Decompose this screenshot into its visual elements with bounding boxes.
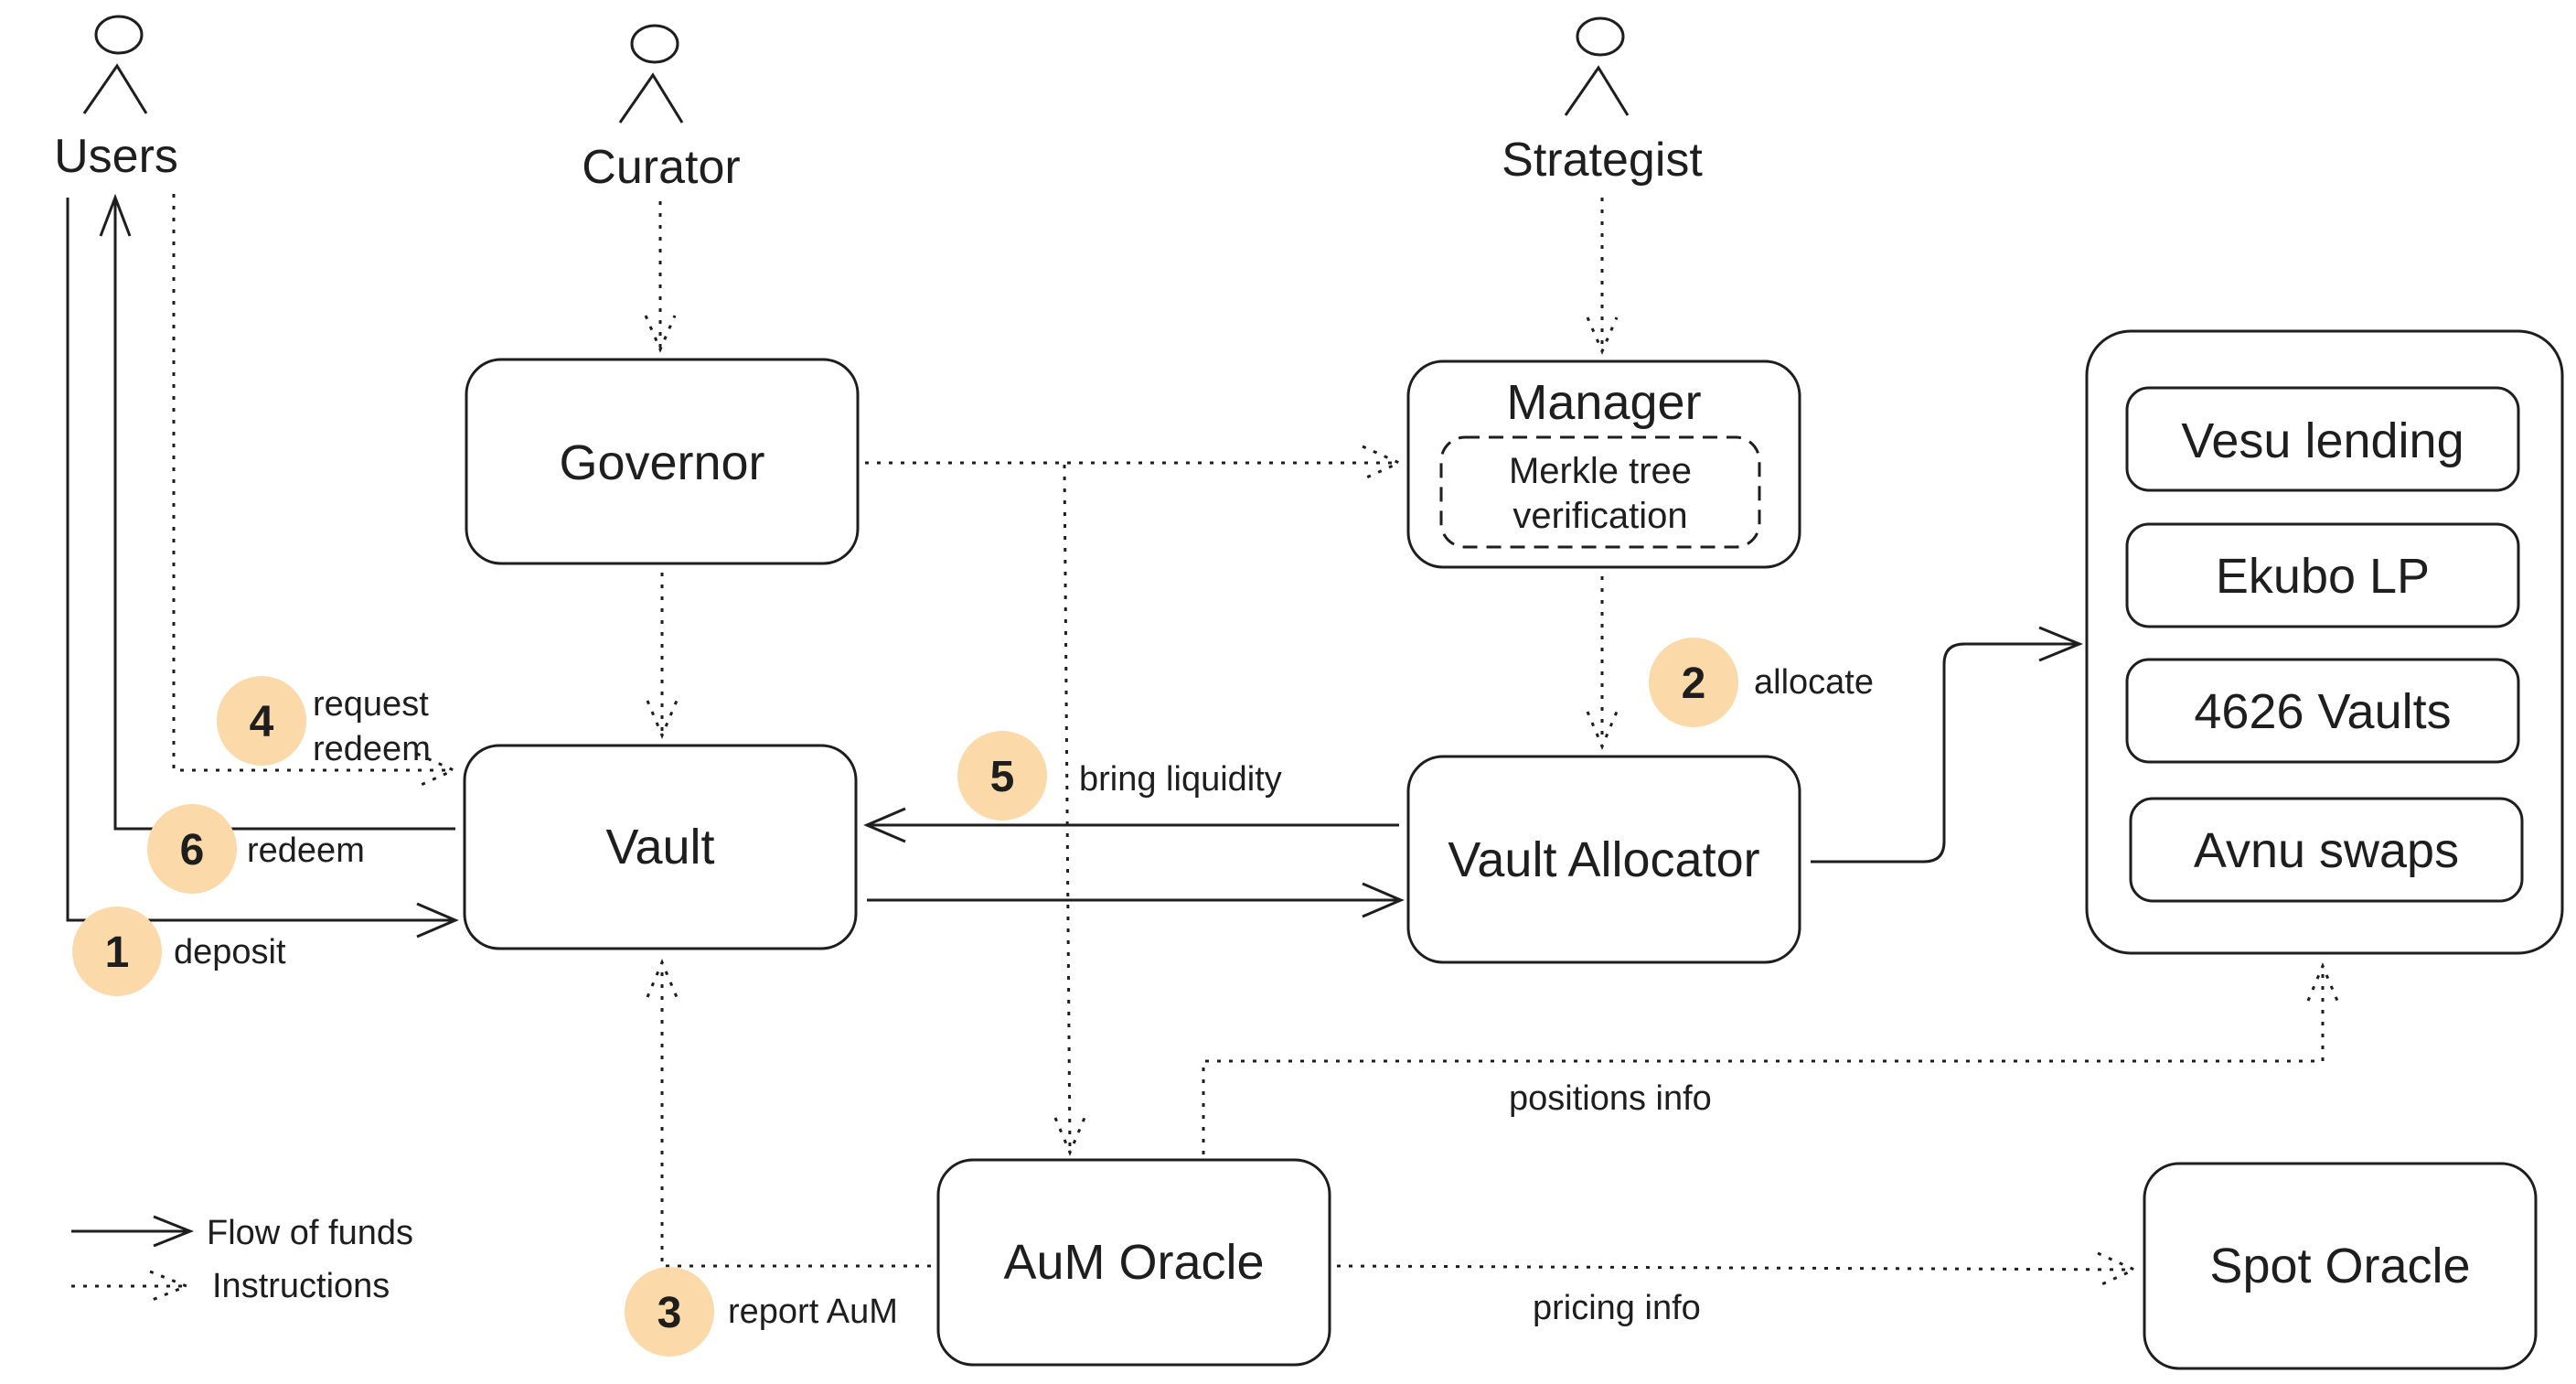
allocator-to-protocols-arrow	[1811, 642, 2078, 864]
merkle-label-line2: verification	[1512, 496, 1687, 536]
protocols-container: Vesu lending Ekubo LP 4626 Vaults Avnu s…	[2085, 329, 2564, 955]
aum-oracle-label: AuM Oracle	[1003, 1235, 1264, 1290]
protocol-vesu-label: Vesu lending	[2181, 413, 2464, 468]
instruction-arrows	[172, 194, 2339, 1288]
step-2-label: allocate	[1754, 663, 1874, 702]
spot-oracle-label: Spot Oracle	[2209, 1239, 2470, 1293]
governor-label: Governor	[559, 435, 764, 490]
governor-to-manager-arrowhead	[1362, 445, 1403, 481]
positions-info-arrow	[1202, 968, 2325, 1154]
vault-allocator-label: Vault Allocator	[1448, 832, 1759, 887]
users-person-icon	[94, 15, 144, 55]
step-badge-2	[1649, 638, 1738, 727]
curator-person-icon	[630, 24, 679, 64]
protocol-ekubo-label: Ekubo LP	[2216, 549, 2430, 604]
legend: Flow of funds Instructions	[71, 1214, 413, 1305]
protocol-avnu-swaps: Avnu swaps	[2129, 797, 2524, 903]
step-5-bring-liquidity: 5 bring liquidity	[957, 731, 1282, 821]
allocator-to-protocols-arrowhead	[2038, 626, 2083, 662]
actor-strategist: Strategist	[1502, 16, 1703, 187]
vault-redeem-to-users-arrowhead	[99, 193, 132, 237]
vault-box: Vault	[463, 744, 858, 950]
positions-info-label: positions info	[1509, 1079, 1712, 1118]
step-badge-4-number: 4	[250, 698, 274, 746]
pricing-info-arrowhead	[2097, 1251, 2138, 1288]
step-badge-5	[957, 731, 1047, 821]
step-3-label: report AuM	[728, 1293, 898, 1331]
strategist-person-icon	[1576, 16, 1625, 57]
step-badge-3	[625, 1267, 714, 1357]
governor-to-aum-oracle-arrow	[1063, 464, 1072, 1152]
legend-instructions-arrowhead	[149, 1270, 191, 1303]
vault-allocator-box: Vault Allocator	[1406, 755, 1801, 964]
vault-to-allocator-arrowhead	[1362, 882, 1405, 918]
spot-oracle-box: Spot Oracle	[2143, 1162, 2538, 1370]
users-request-redeem-arrow	[172, 194, 452, 772]
protocol-avnu-label: Avnu swaps	[2194, 823, 2459, 878]
manager-label: Manager	[1506, 375, 1701, 430]
step-4-request-redeem: 4 request redeem	[217, 676, 431, 768]
pricing-info-arrow	[1336, 1264, 2133, 1271]
step-badge-6-number: 6	[180, 826, 205, 874]
users-deposit-arrow	[66, 198, 454, 922]
vault-redeem-to-users-arrow	[113, 199, 455, 831]
step-1-label: deposit	[174, 933, 286, 971]
users-label: Users	[54, 130, 178, 183]
curator-person-body	[618, 72, 684, 123]
strategist-to-manager-arrowhead	[1586, 316, 1619, 355]
manager-box: Manager Merkle tree verification	[1406, 359, 1801, 569]
allocator-bring-liquidity-arrowhead	[863, 807, 906, 843]
protocol-4626-label: 4626 Vaults	[2194, 684, 2451, 739]
strategist-label: Strategist	[1502, 134, 1703, 187]
curator-label: Curator	[582, 141, 740, 194]
users-person-body	[82, 63, 148, 114]
step-2-allocate: 2 allocate	[1649, 638, 1874, 727]
positions-info-arrowhead	[2306, 962, 2339, 1002]
legend-flow-arrowhead	[153, 1215, 195, 1248]
step-1-deposit: 1 deposit	[72, 907, 286, 996]
pricing-info-label: pricing info	[1533, 1289, 1701, 1327]
step-badge-6	[147, 804, 237, 894]
curator-to-governor-arrowhead	[644, 315, 677, 353]
step-6-redeem: 6 redeem	[147, 804, 365, 894]
step-badge-5-number: 5	[990, 753, 1015, 801]
step-4-label-line2: redeem	[313, 730, 431, 768]
step-badge-2-number: 2	[1682, 660, 1706, 708]
legend-flow-of-funds-label: Flow of funds	[207, 1214, 413, 1252]
actor-curator: Curator	[582, 24, 741, 194]
step-4-label-line1: request	[313, 685, 429, 724]
step-badge-1	[72, 907, 162, 996]
step-badge-1-number: 1	[105, 928, 130, 977]
users-request-redeem-arrowhead	[416, 752, 457, 789]
aum-report-to-vault-arrowhead	[646, 959, 679, 998]
merkle-verification-box	[1439, 435, 1761, 549]
vault-label: Vault	[605, 820, 714, 874]
step-badge-4	[217, 676, 306, 766]
protocol-4626-vaults: 4626 Vaults	[2125, 658, 2520, 764]
protocol-vesu-lending: Vesu lending	[2125, 386, 2520, 492]
manager-to-allocator-arrowhead	[1586, 711, 1619, 750]
protocol-ekubo-lp: Ekubo LP	[2125, 522, 2520, 628]
actor-users: Users	[54, 15, 178, 183]
governor-box: Governor	[465, 358, 860, 565]
step-badge-3-number: 3	[657, 1289, 682, 1337]
step-5-label: bring liquidity	[1079, 760, 1282, 799]
step-3-report-aum: 3 report AuM	[625, 1267, 898, 1357]
governor-to-vault-arrowhead	[646, 700, 679, 739]
step-6-label: redeem	[247, 831, 365, 870]
strategist-person-body	[1564, 65, 1630, 116]
aum-report-to-vault-arrow	[660, 965, 931, 1268]
users-deposit-arrowhead	[416, 902, 459, 939]
legend-instructions-label: Instructions	[212, 1267, 390, 1305]
governor-to-aum-oracle-arrowhead	[1053, 1117, 1086, 1156]
merkle-label-line1: Merkle tree	[1509, 451, 1692, 491]
aum-oracle-box: AuM Oracle	[936, 1158, 1331, 1367]
funds-flow-arrows	[66, 193, 2083, 939]
